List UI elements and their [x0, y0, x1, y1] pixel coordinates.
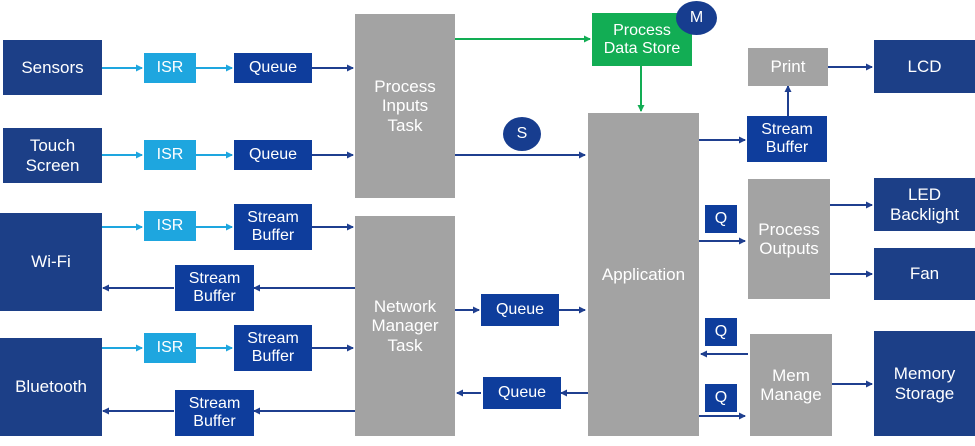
fan-node: Fan: [874, 248, 975, 300]
process-data-store: Process Data Store: [592, 13, 692, 66]
mem-manage-task: Mem Manage: [750, 334, 832, 436]
stream-buffer-wifi-out: Stream Buffer: [175, 265, 254, 311]
mutex-badge: M: [676, 1, 717, 35]
queue-network-out: Queue: [483, 377, 561, 409]
print-task: Print: [748, 48, 828, 86]
isr-sensors: ISR: [144, 53, 196, 83]
process-inputs-task: Process Inputs Task: [355, 14, 455, 198]
isr-touch: ISR: [144, 140, 196, 170]
stream-buffer-bt-in: Stream Buffer: [234, 325, 312, 371]
lcd-node: LCD: [874, 40, 975, 93]
q-mem-in: Q: [705, 318, 737, 346]
stream-buffer-wifi-in: Stream Buffer: [234, 204, 312, 250]
isr-wifi: ISR: [144, 211, 196, 241]
semaphore-badge: S: [503, 117, 541, 151]
queue-network-in: Queue: [481, 294, 559, 326]
process-outputs-task: Process Outputs: [748, 179, 830, 299]
queue-sensors: Queue: [234, 53, 312, 83]
led-backlight-node: LED Backlight: [874, 178, 975, 231]
touch-screen-node: Touch Screen: [3, 128, 102, 183]
stream-buffer-print: Stream Buffer: [747, 116, 827, 162]
q-outputs: Q: [705, 205, 737, 233]
q-mem-out: Q: [705, 384, 737, 412]
sensors-node: Sensors: [3, 40, 102, 95]
wifi-node: Wi-Fi: [0, 213, 102, 311]
memory-storage-node: Memory Storage: [874, 331, 975, 436]
isr-bluetooth: ISR: [144, 333, 196, 363]
stream-buffer-bt-out: Stream Buffer: [175, 390, 254, 436]
network-manager-task: Network Manager Task: [355, 216, 455, 436]
bluetooth-node: Bluetooth: [0, 338, 102, 436]
queue-touch: Queue: [234, 140, 312, 170]
application-task: Application: [588, 113, 699, 436]
